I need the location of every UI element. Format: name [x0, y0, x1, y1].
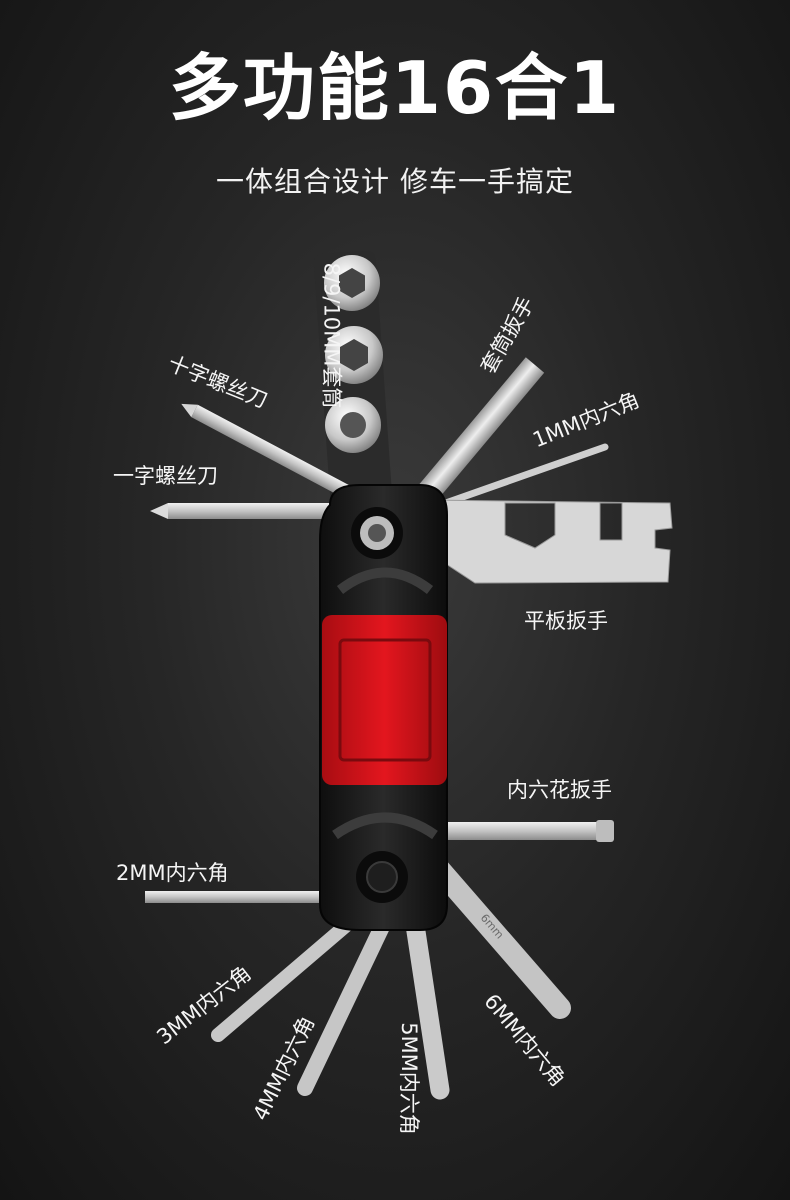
flat-screwdriver-bit	[150, 503, 368, 519]
torx-key	[430, 820, 614, 842]
tool-body	[319, 484, 448, 931]
page-title: 多功能16合1	[168, 46, 622, 130]
top-bolt	[351, 507, 403, 559]
hex-1mm-key	[436, 443, 609, 509]
phillips-screwdriver-bit	[181, 403, 375, 511]
socket-wrench-arm	[413, 357, 545, 507]
socket-holder	[313, 250, 392, 502]
hex-5mm-key	[402, 895, 450, 1100]
socket-10mm	[325, 397, 381, 453]
page-subtitle: 一体组合设计 修车一手搞定	[216, 165, 574, 198]
bottom-bolt	[356, 851, 408, 903]
label-torx: 内六花扳手	[507, 778, 612, 802]
socket-9mm	[325, 326, 383, 384]
label-socket: 8/9/10MM套筒	[319, 262, 344, 409]
label-flat-screwdriver: 一字螺丝刀	[113, 464, 218, 488]
label-hex-2mm: 2MM内六角	[116, 861, 229, 885]
socket-8mm	[324, 255, 380, 311]
flat-wrench-plate	[424, 499, 673, 584]
hex-2mm-key	[145, 891, 345, 903]
label-hex-5mm: 5MM内六角	[396, 1022, 421, 1135]
hex-4mm-key	[297, 902, 398, 1096]
label-flat-wrench: 平板扳手	[524, 609, 608, 633]
hex-6mm-key: 6mm	[429, 859, 571, 1019]
red-grip	[322, 615, 447, 785]
